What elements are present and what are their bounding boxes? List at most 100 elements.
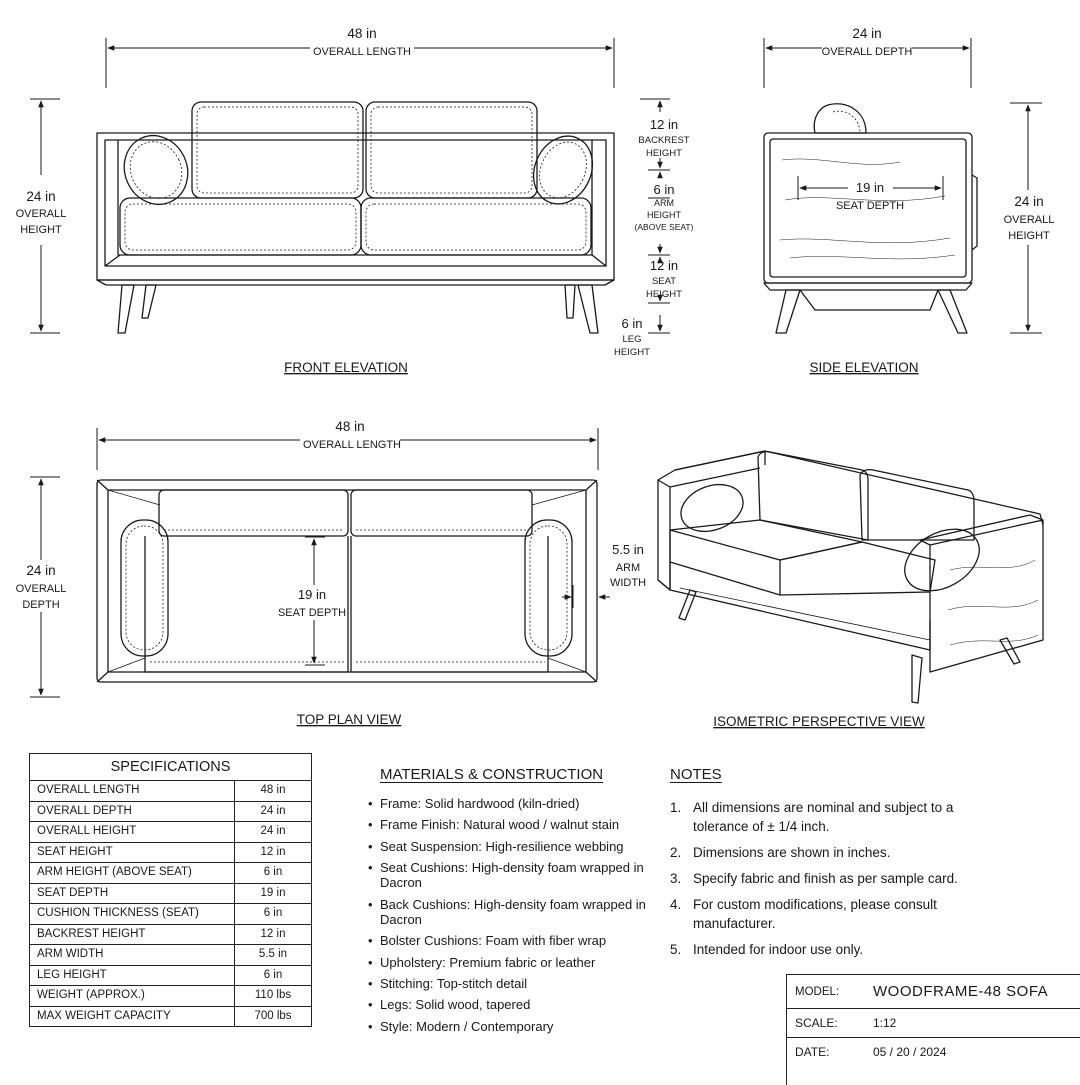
notes-title: NOTES xyxy=(670,766,722,783)
note-number: 5. xyxy=(670,942,682,957)
arm-height-label: ARM xyxy=(654,198,674,208)
spec-label: OVERALL DEPTH xyxy=(29,800,235,822)
leg-height-label: LEG xyxy=(622,334,641,345)
front-length-value: 48 in xyxy=(347,26,376,41)
note-text: Intended for indoor use only. xyxy=(693,942,864,957)
side-height-value: 24 in xyxy=(1014,194,1043,209)
scale-value: 1:12 xyxy=(873,1016,897,1030)
plan-depth-value: 24 in xyxy=(26,563,55,578)
side-height-label: HEIGHT xyxy=(1008,230,1050,242)
materials-item: Stitching: Top-stitch detail xyxy=(368,976,648,992)
arm-height-label: (ABOVE SEAT) xyxy=(635,222,694,232)
note-number: 4. xyxy=(670,897,682,912)
seat-height-label: SEAT xyxy=(652,276,676,287)
note-item: 1.All dimensions are nominal and subject… xyxy=(670,798,970,836)
backrest-label: HEIGHT xyxy=(646,148,682,159)
top-plan-sofa xyxy=(96,479,598,683)
front-elevation-caption: FRONT ELEVATION xyxy=(284,360,408,375)
spec-value: 5.5 in xyxy=(234,944,312,966)
side-seatdepth-label: SEAT DEPTH xyxy=(836,200,904,212)
plan-seatdepth-label: SEAT DEPTH xyxy=(278,607,346,619)
spec-value: 24 in xyxy=(234,821,312,843)
leg-height-value: 6 in xyxy=(622,316,643,331)
materials-item: Back Cushions: High-density foam wrapped… xyxy=(368,897,648,928)
note-text: Specify fabric and finish as per sample … xyxy=(693,871,958,886)
arm-height-value: 6 in xyxy=(654,182,675,197)
spec-value: 48 in xyxy=(234,780,312,802)
front-elevation-sofa xyxy=(96,101,615,334)
materials-item: Seat Suspension: High-resilience webbing xyxy=(368,839,648,855)
date-value: 05 / 20 / 2024 xyxy=(873,1045,947,1059)
front-height-label: OVERALL xyxy=(16,208,67,220)
model-value: WOODFRAME-48 SOFA xyxy=(873,983,1049,1000)
note-item: 2.Dimensions are shown in inches. xyxy=(670,843,970,862)
plan-depth-label: OVERALL xyxy=(16,583,67,595)
notes-list: 1.All dimensions are nominal and subject… xyxy=(670,798,970,966)
spec-value: 12 in xyxy=(234,923,312,945)
materials-item: Style: Modern / Contemporary xyxy=(368,1019,648,1035)
front-height-label: HEIGHT xyxy=(20,224,62,236)
title-block-date-row: DATE: 05 / 20 / 2024 xyxy=(787,1037,1080,1067)
arm-width-label: ARM xyxy=(616,562,640,574)
dimension-lines xyxy=(30,38,1042,698)
spec-row: ARM HEIGHT (ABOVE SEAT)6 in xyxy=(29,862,312,884)
technical-drawing: 48 in OVERALL LENGTH 24 in OVERALL HEIGH… xyxy=(16,26,1055,729)
spec-label: BACKREST HEIGHT xyxy=(29,923,235,945)
spec-value: 19 in xyxy=(234,882,312,904)
spec-label: OVERALL HEIGHT xyxy=(29,821,235,843)
materials-item: Upholstery: Premium fabric or leather xyxy=(368,955,648,971)
spec-label: MAX WEIGHT CAPACITY xyxy=(29,1005,235,1027)
materials-item: Legs: Solid wood, tapered xyxy=(368,997,648,1013)
spec-value: 110 lbs xyxy=(234,985,312,1007)
spec-value: 6 in xyxy=(234,862,312,884)
date-label: DATE: xyxy=(795,1045,830,1059)
spec-value: 6 in xyxy=(234,964,312,986)
seat-height-value: 12 in xyxy=(650,258,678,273)
spec-label: ARM HEIGHT (ABOVE SEAT) xyxy=(29,862,235,884)
side-height-label: OVERALL xyxy=(1004,214,1055,226)
spec-label: SEAT HEIGHT xyxy=(29,841,235,863)
seat-height-label: HEIGHT xyxy=(646,289,682,300)
scale-label: SCALE: xyxy=(795,1016,838,1030)
title-block-model-row: MODEL: WOODFRAME-48 SOFA xyxy=(787,975,1080,1009)
materials-list: Frame: Solid hardwood (kiln-dried) Frame … xyxy=(368,796,648,1040)
model-label: MODEL: xyxy=(795,986,840,998)
spec-label: OVERALL LENGTH xyxy=(29,780,235,802)
plan-seatdepth-value: 19 in xyxy=(298,587,326,602)
side-seatdepth-value: 19 in xyxy=(856,180,884,195)
arm-height-label: HEIGHT xyxy=(647,210,682,220)
spec-value: 12 in xyxy=(234,841,312,863)
isometric-caption: ISOMETRIC PERSPECTIVE VIEW xyxy=(713,714,925,729)
arm-width-label: WIDTH xyxy=(610,577,646,589)
spec-value: 24 in xyxy=(234,800,312,822)
spec-label: CUSHION THICKNESS (SEAT) xyxy=(29,903,235,925)
side-elevation-caption: SIDE ELEVATION xyxy=(809,360,918,375)
isometric-sofa xyxy=(657,450,1044,704)
plan-depth-label: DEPTH xyxy=(22,599,59,611)
plan-length-value: 48 in xyxy=(335,419,364,434)
spec-label: LEG HEIGHT xyxy=(29,964,235,986)
note-item: 5. Intended for indoor use only. xyxy=(670,940,970,959)
top-plan-caption: TOP PLAN VIEW xyxy=(297,712,402,727)
spec-value: 700 lbs xyxy=(234,1005,312,1027)
note-item: 4.For custom modifications, please consu… xyxy=(670,895,970,933)
plan-length-label: OVERALL LENGTH xyxy=(303,439,401,451)
front-length-label: OVERALL LENGTH xyxy=(313,46,411,58)
spec-row: CUSHION THICKNESS (SEAT)6 in xyxy=(29,903,312,925)
note-text: Dimensions are shown in inches. xyxy=(693,845,891,860)
materials-title: MATERIALS & CONSTRUCTION xyxy=(380,766,604,783)
note-item: 3.Specify fabric and finish as per sampl… xyxy=(670,869,970,888)
title-block: MODEL: WOODFRAME-48 SOFA SCALE: 1:12 DAT… xyxy=(786,974,1080,1085)
spec-label: SEAT DEPTH xyxy=(29,882,235,904)
spec-label: WEIGHT (APPROX.) xyxy=(29,985,235,1007)
materials-item: Frame Finish: Natural wood / walnut stai… xyxy=(368,817,648,833)
materials-item: Frame: Solid hardwood (kiln-dried) xyxy=(368,796,648,812)
